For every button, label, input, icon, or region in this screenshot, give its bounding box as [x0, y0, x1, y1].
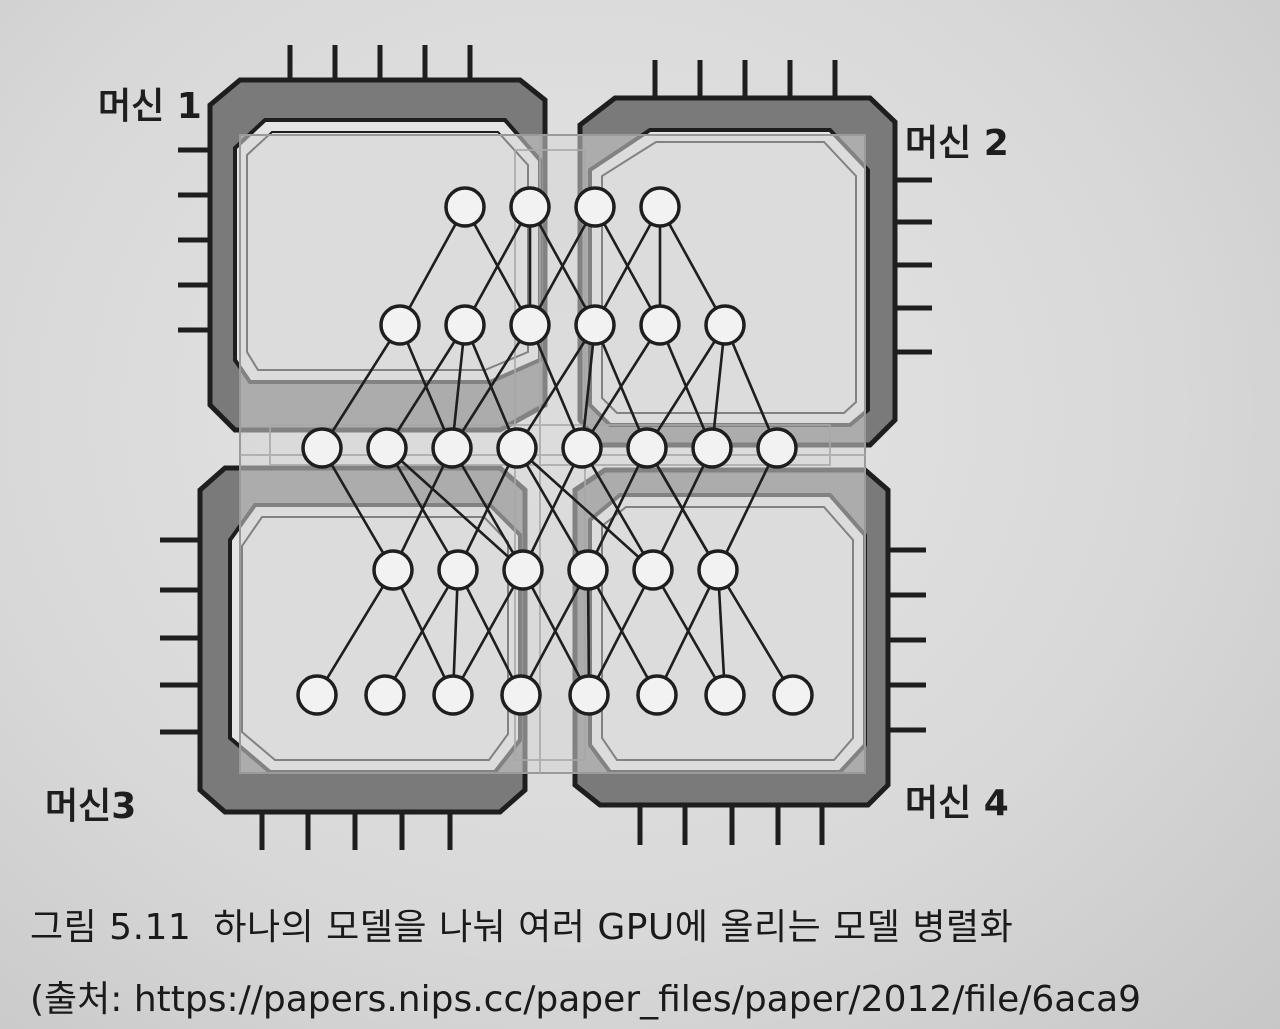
network-node [372, 549, 414, 591]
network-node [437, 549, 479, 591]
network-node [379, 304, 421, 346]
network-edge [519, 569, 590, 696]
network-edge [645, 324, 727, 449]
network-node [444, 186, 486, 228]
network-edge [587, 569, 655, 696]
figure-caption: 그림 5.11 하나의 모델을 나눠 여러 GPU에 올리는 모델 병렬화 [30, 898, 1013, 950]
network-edge [580, 324, 662, 449]
network-node [691, 427, 733, 469]
network-node [301, 427, 343, 469]
network-edge [456, 569, 523, 696]
network-edge [450, 324, 532, 449]
network-edge [651, 569, 727, 696]
network-node [756, 427, 798, 469]
network-node [568, 674, 610, 716]
network-edge [383, 569, 460, 696]
network-node [500, 674, 542, 716]
network-edge [716, 569, 795, 696]
network-nodes [296, 186, 814, 716]
network-edge [450, 447, 525, 571]
network-edge [463, 206, 532, 326]
network-node [632, 549, 674, 591]
machine-label-2: 머신 2 [905, 123, 1009, 164]
network-edge [516, 447, 654, 571]
network-edge [451, 569, 460, 696]
network-node [561, 427, 603, 469]
network-edge [586, 569, 591, 696]
network-edge [658, 206, 727, 326]
machine-label-1: 머신 1 [98, 86, 202, 127]
network-node [296, 674, 338, 716]
network-node [431, 427, 473, 469]
network-node [639, 304, 681, 346]
network-node [364, 674, 406, 716]
network-node [697, 549, 739, 591]
network-edge [716, 447, 779, 571]
network-edge [385, 324, 467, 449]
network-node [574, 186, 616, 228]
network-edge [515, 324, 597, 449]
network-edge [385, 447, 460, 571]
network-node [432, 674, 474, 716]
network-edge [655, 569, 720, 696]
network-edge [386, 447, 524, 571]
network-node [704, 304, 746, 346]
network-edge [723, 324, 779, 449]
network-node [567, 549, 609, 591]
network-node [574, 304, 616, 346]
network-edge [645, 447, 720, 571]
network-node [639, 186, 681, 228]
network-edge [320, 324, 402, 449]
network-edge [586, 569, 659, 696]
network-edge [315, 569, 395, 696]
network-node [704, 674, 746, 716]
network-node [636, 674, 678, 716]
network-node [444, 304, 486, 346]
network-node [366, 427, 408, 469]
figure-number: 그림 5.11 [30, 907, 192, 948]
network-edge [580, 447, 655, 571]
network-edge [451, 569, 525, 696]
figure-caption-text: 하나의 모델을 나눠 여러 GPU에 올리는 모델 병렬화 [213, 907, 1014, 948]
network-node [502, 549, 544, 591]
network-edge [515, 447, 590, 571]
model-parallelism-diagram: 머신 1 머신 2 머신3 머신 4 [45, 45, 1009, 850]
network-node [509, 304, 551, 346]
figure-source: (출처: https://papers.nips.cc/paper_files/… [30, 979, 1142, 1020]
network-edge [528, 206, 597, 326]
machine-label-3: 머신3 [45, 786, 136, 827]
network-edge [398, 206, 467, 326]
network-edge [521, 569, 591, 696]
network-edge [716, 569, 727, 696]
machine-label-4: 머신 4 [905, 783, 1009, 824]
network-edge [593, 206, 662, 326]
network-node [496, 427, 538, 469]
network-node [772, 674, 814, 716]
network-edge [320, 447, 395, 571]
network-node [626, 427, 668, 469]
network-node [509, 186, 551, 228]
